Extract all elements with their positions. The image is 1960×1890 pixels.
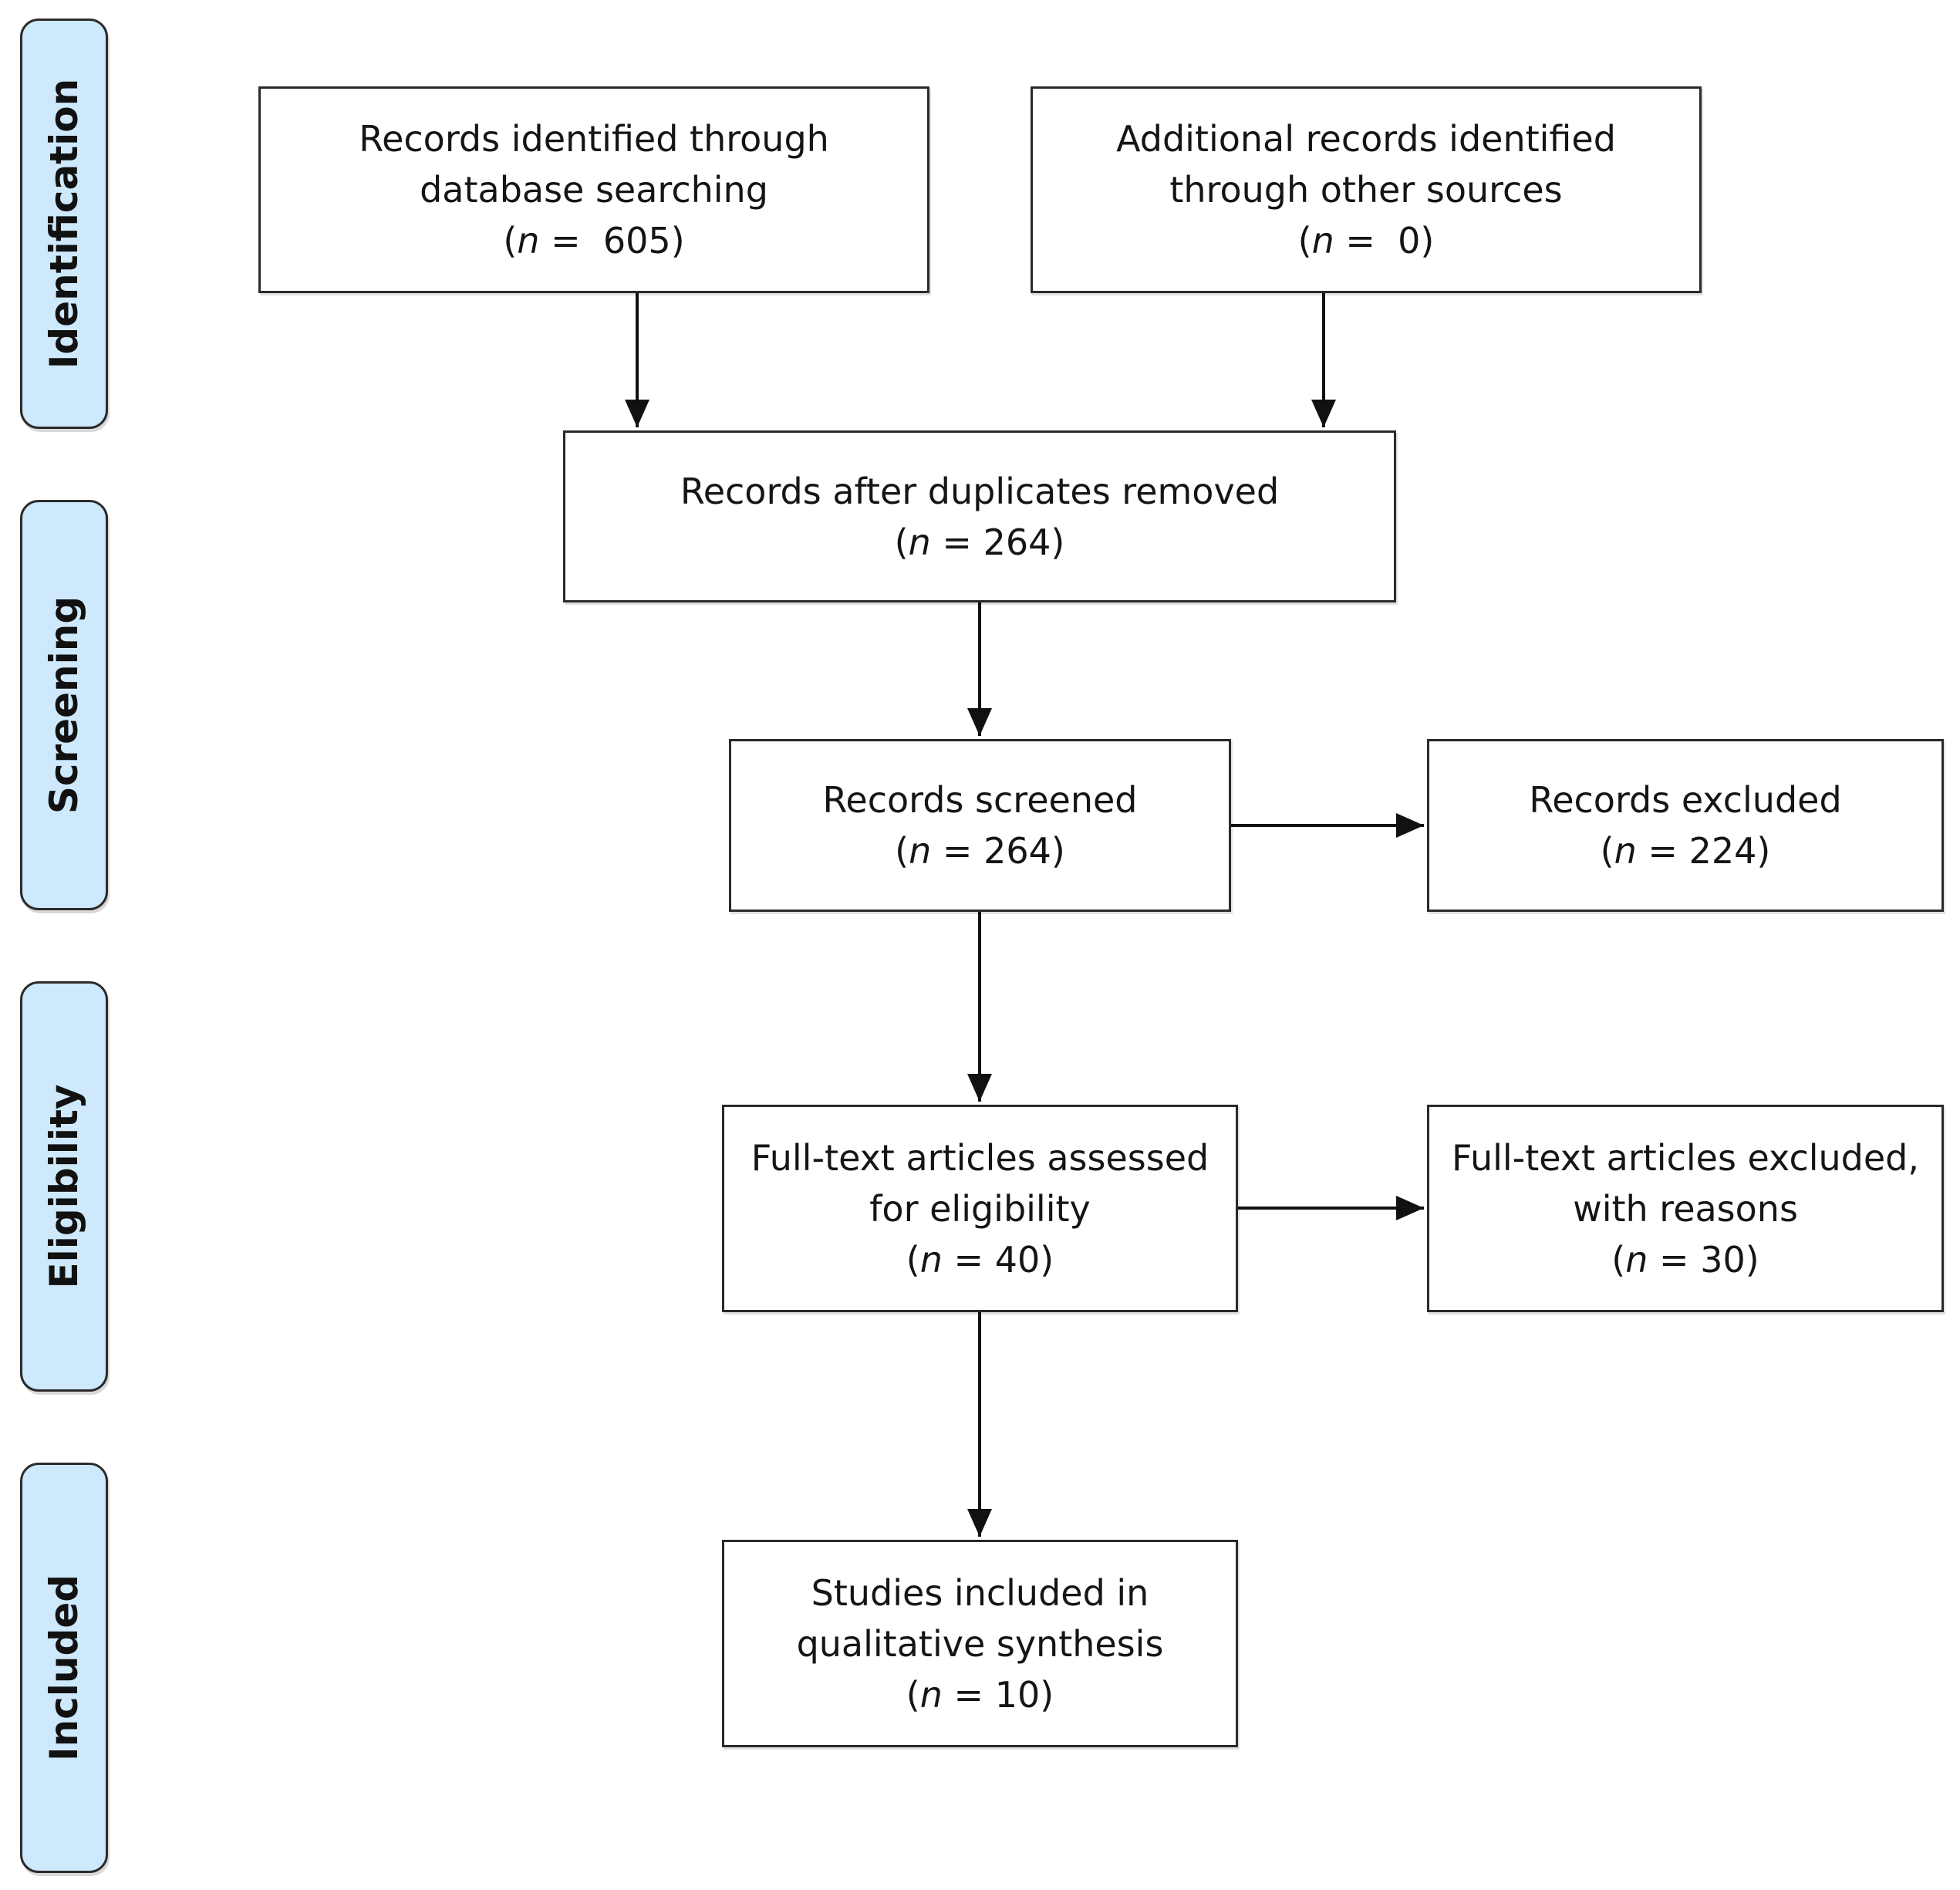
box-duplicates-line-1: Records after duplicates removed	[680, 470, 1280, 512]
box-database-line-2: database searching	[420, 169, 768, 211]
box-screened-n-value: 264	[983, 830, 1051, 872]
phase-screening: Screening	[20, 500, 108, 910]
box-fulltext-count: (n = 40)	[906, 1238, 1054, 1281]
box-fulltext-assessed: Full-text articles assessed for eligibil…	[722, 1105, 1238, 1312]
box-other-n-value: 0	[1398, 220, 1421, 262]
box-fulltext-excluded-line-2: with reasons	[1573, 1187, 1798, 1230]
box-other-line-2: through other sources	[1169, 169, 1563, 211]
box-fulltext-line-1: Full-text articles assessed	[751, 1136, 1209, 1179]
box-fulltext-excluded-count: (n = 30)	[1611, 1238, 1759, 1281]
phase-screening-label: Screening	[42, 596, 86, 815]
box-after-duplicates: Records after duplicates removed (n = 26…	[563, 430, 1396, 602]
box-database-n-value: 605	[602, 220, 671, 262]
box-database-records: Records identified through database sear…	[258, 86, 929, 293]
phase-identification: Identification	[20, 19, 108, 429]
box-included-n-value: 10	[994, 1673, 1041, 1716]
box-fulltext-excluded: Full-text articles excluded, with reason…	[1427, 1105, 1944, 1312]
box-database-count: (n = 605)	[503, 220, 685, 262]
box-excluded-line-1: Records excluded	[1529, 779, 1842, 821]
phase-included-label: Included	[42, 1574, 86, 1762]
box-fulltext-line-2: for eligibility	[869, 1187, 1091, 1230]
phase-identification-label: Identification	[42, 78, 86, 370]
box-fulltext-excluded-n-value: 30	[1700, 1238, 1746, 1281]
box-screened-line-1: Records screened	[822, 779, 1138, 821]
phase-eligibility: Eligibility	[20, 981, 108, 1392]
box-other-line-1: Additional records identified	[1116, 118, 1616, 160]
box-other-count: (n = 0)	[1297, 220, 1435, 262]
box-excluded-count: (n = 224)	[1600, 830, 1771, 872]
phase-eligibility-label: Eligibility	[42, 1084, 86, 1289]
box-included-line-1: Studies included in	[811, 1571, 1149, 1614]
box-screened-count: (n = 264)	[895, 830, 1065, 872]
box-other-sources: Additional records identified through ot…	[1031, 86, 1702, 293]
box-records-excluded: Records excluded (n = 224)	[1427, 739, 1944, 912]
box-excluded-n-value: 224	[1688, 830, 1757, 872]
phase-included: Included	[20, 1463, 108, 1873]
box-database-line-1: Records identified through	[359, 118, 829, 160]
box-included-line-2: qualitative synthesis	[796, 1622, 1164, 1665]
box-duplicates-count: (n = 264)	[894, 521, 1065, 563]
box-fulltext-n-value: 40	[994, 1238, 1041, 1281]
box-included-count: (n = 10)	[906, 1673, 1054, 1716]
box-studies-included: Studies included in qualitative synthesi…	[722, 1540, 1238, 1747]
box-records-screened: Records screened (n = 264)	[729, 739, 1231, 912]
box-fulltext-excluded-line-1: Full-text articles excluded,	[1452, 1136, 1919, 1179]
box-duplicates-n-value: 264	[983, 521, 1051, 563]
